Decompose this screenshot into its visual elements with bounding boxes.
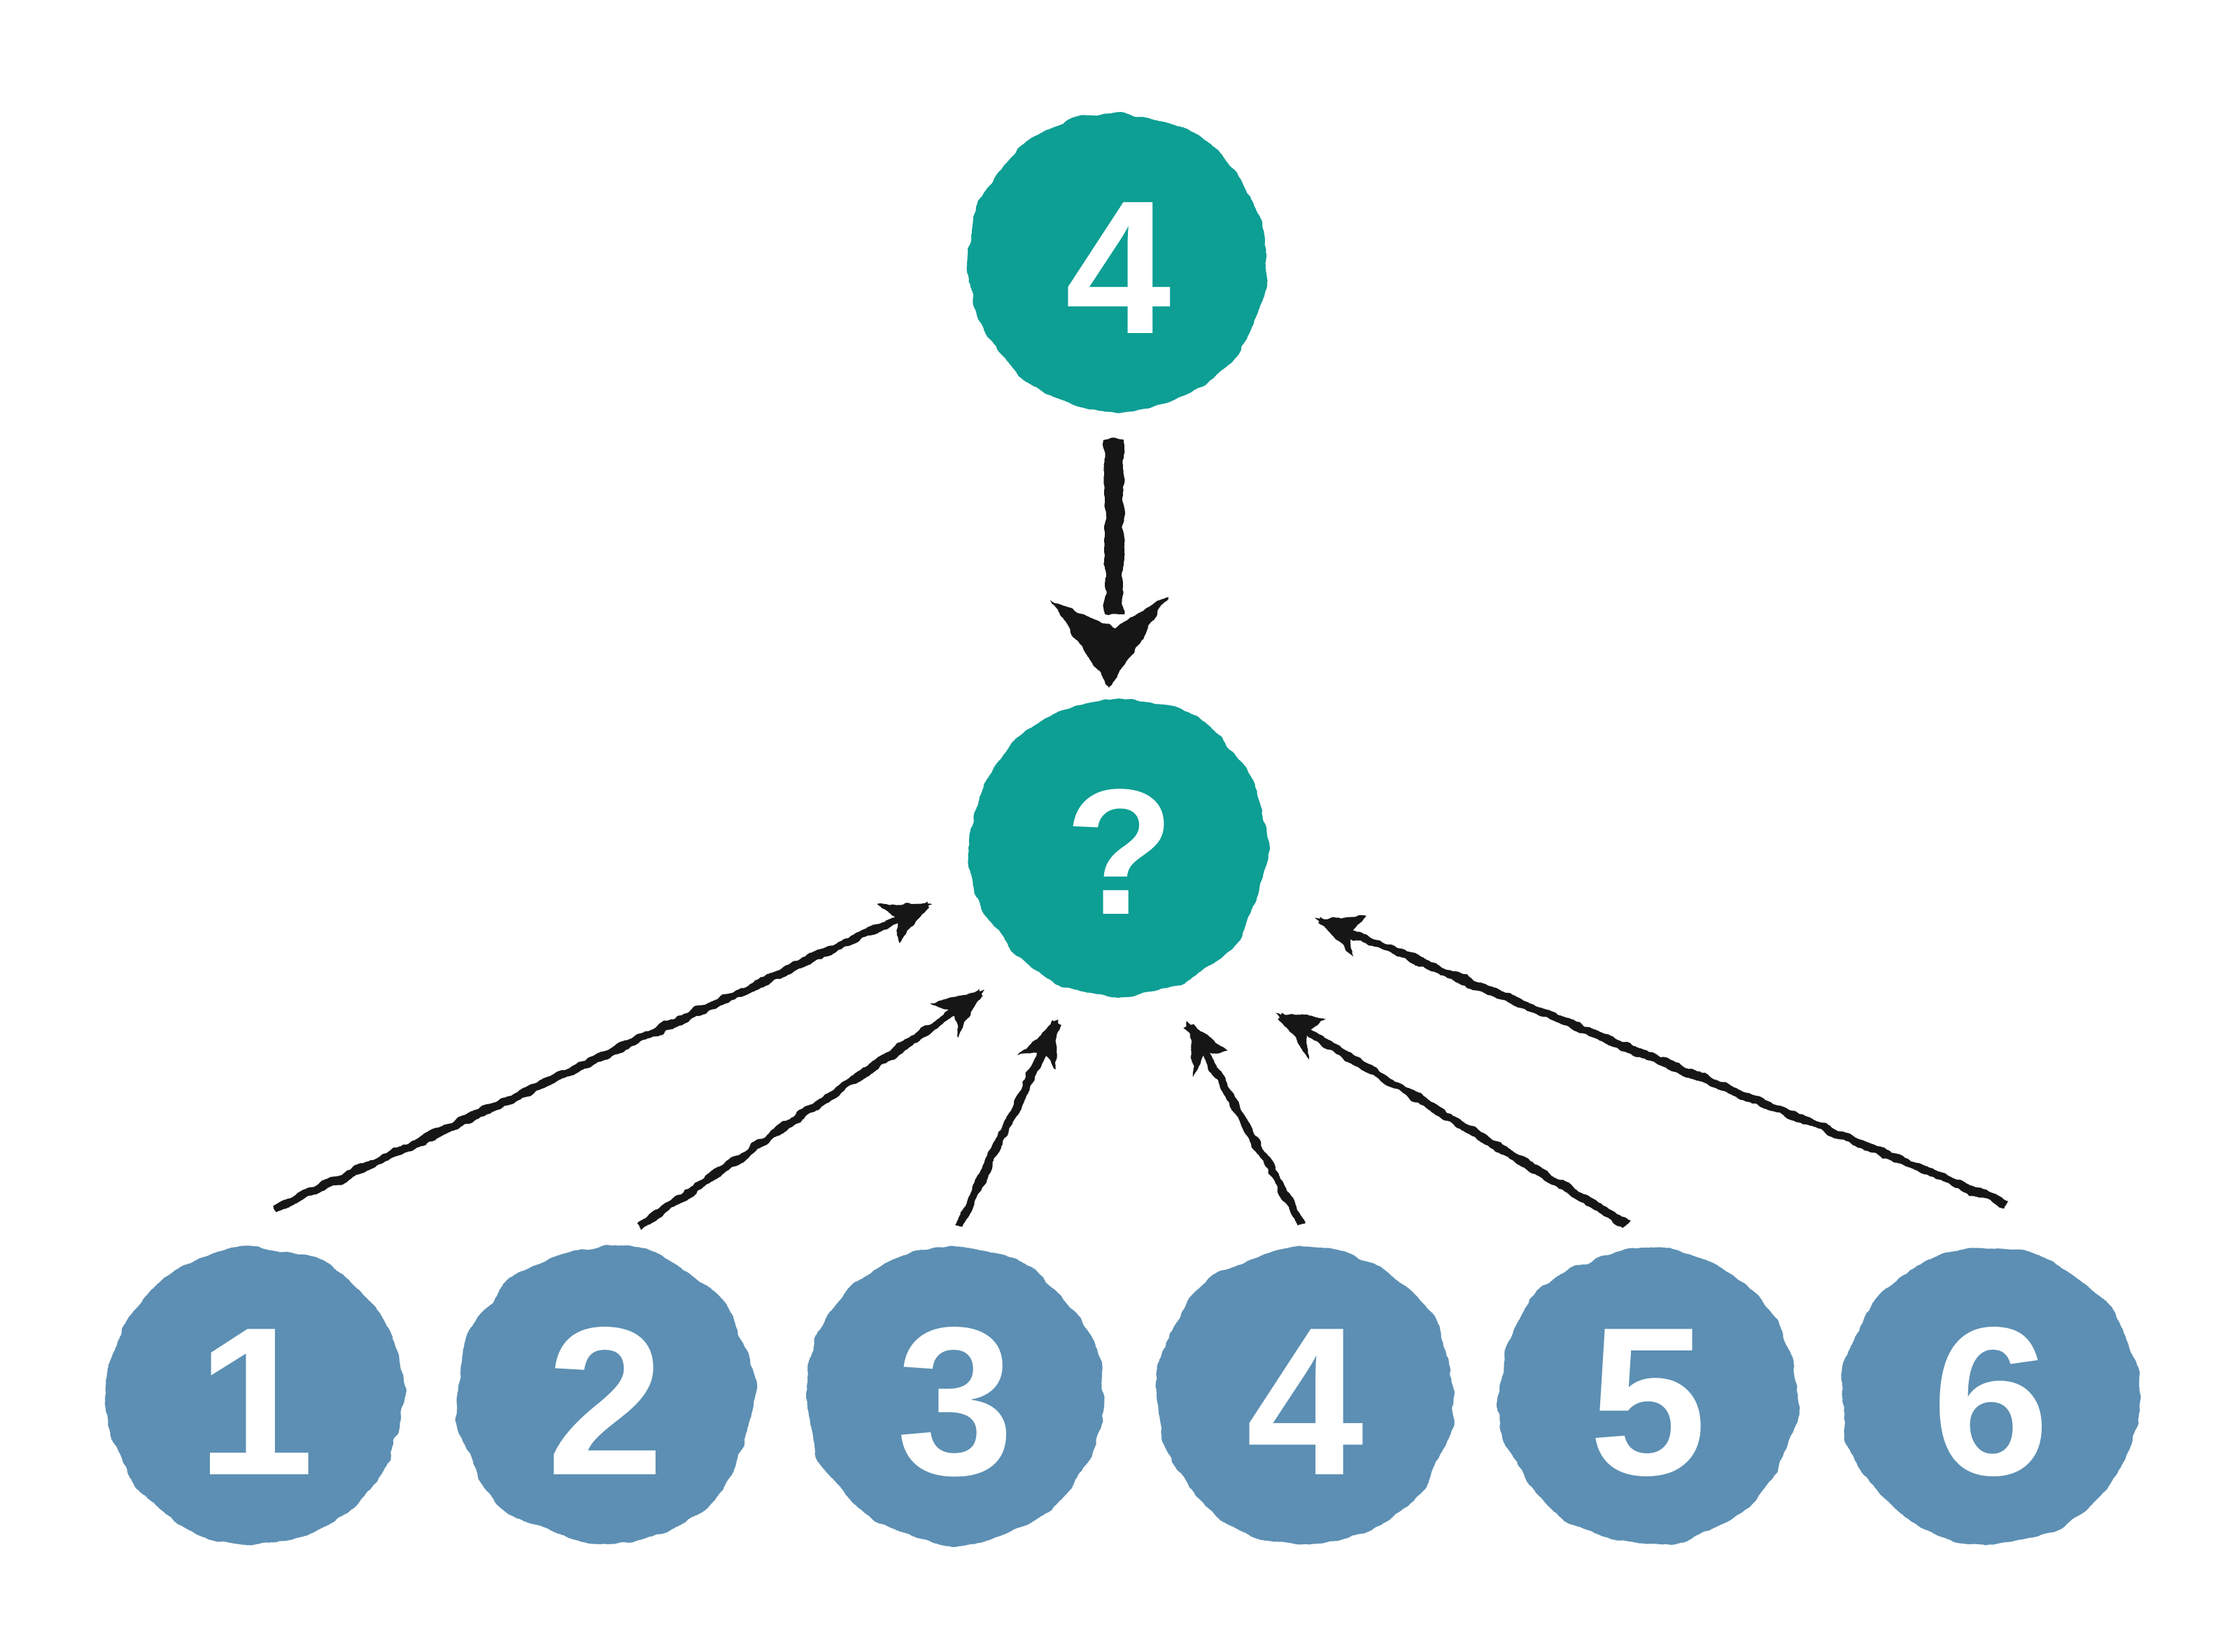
node-label-option-4: 4 bbox=[1246, 1283, 1365, 1519]
arrow-option-3-to-center bbox=[954, 1019, 1061, 1228]
arrow-option-4-to-center bbox=[1185, 1022, 1306, 1225]
node-circle-option-1 bbox=[106, 1247, 404, 1545]
node-label-top: 4 bbox=[1065, 161, 1172, 374]
node-label-option-2: 2 bbox=[546, 1283, 664, 1519]
arrow-option-1-to-center bbox=[273, 901, 931, 1213]
arrowhead bbox=[1051, 596, 1169, 689]
arrow-shaft bbox=[635, 990, 984, 1230]
node-option-3: 3 bbox=[806, 1247, 1104, 1545]
arrow-option-5-to-center bbox=[1276, 1010, 1630, 1229]
arrow-top-to-center bbox=[1051, 439, 1169, 689]
node-circle-top bbox=[968, 113, 1268, 412]
node-option-1: 1 bbox=[106, 1247, 404, 1545]
node-label-option-1: 1 bbox=[197, 1283, 314, 1519]
node-option-4: 4 bbox=[1156, 1247, 1454, 1545]
node-option-6: 6 bbox=[1842, 1247, 2140, 1545]
node-center: ? bbox=[970, 699, 1269, 997]
node-label-option-6: 6 bbox=[1932, 1283, 2049, 1519]
arrow-option-6-to-center bbox=[1316, 916, 2007, 1208]
nodes-layer: 4 ? 1 2 3 4 5 6 bbox=[106, 113, 2140, 1545]
arrow-option-2-to-center bbox=[635, 990, 984, 1230]
edges-layer bbox=[273, 439, 2007, 1230]
node-top: 4 bbox=[968, 113, 1268, 412]
node-circle-option-2 bbox=[456, 1247, 754, 1545]
node-circle-option-5 bbox=[1499, 1247, 1797, 1545]
node-circle-option-4 bbox=[1156, 1247, 1454, 1545]
arrow-shaft bbox=[1185, 1022, 1306, 1225]
node-label-option-3: 3 bbox=[896, 1283, 1014, 1519]
node-option-5: 5 bbox=[1499, 1247, 1797, 1545]
node-circle-center bbox=[970, 699, 1269, 997]
arrow-shaft bbox=[273, 901, 931, 1213]
node-circle-option-6 bbox=[1842, 1247, 2140, 1545]
node-option-2: 2 bbox=[456, 1247, 754, 1545]
arrow-shaft bbox=[1276, 1010, 1630, 1229]
node-label-center: ? bbox=[1065, 752, 1174, 952]
node-label-option-5: 5 bbox=[1589, 1283, 1707, 1519]
arrow-shaft bbox=[1316, 916, 2007, 1208]
arrow-shaft bbox=[954, 1019, 1061, 1228]
node-circle-option-3 bbox=[806, 1247, 1104, 1545]
